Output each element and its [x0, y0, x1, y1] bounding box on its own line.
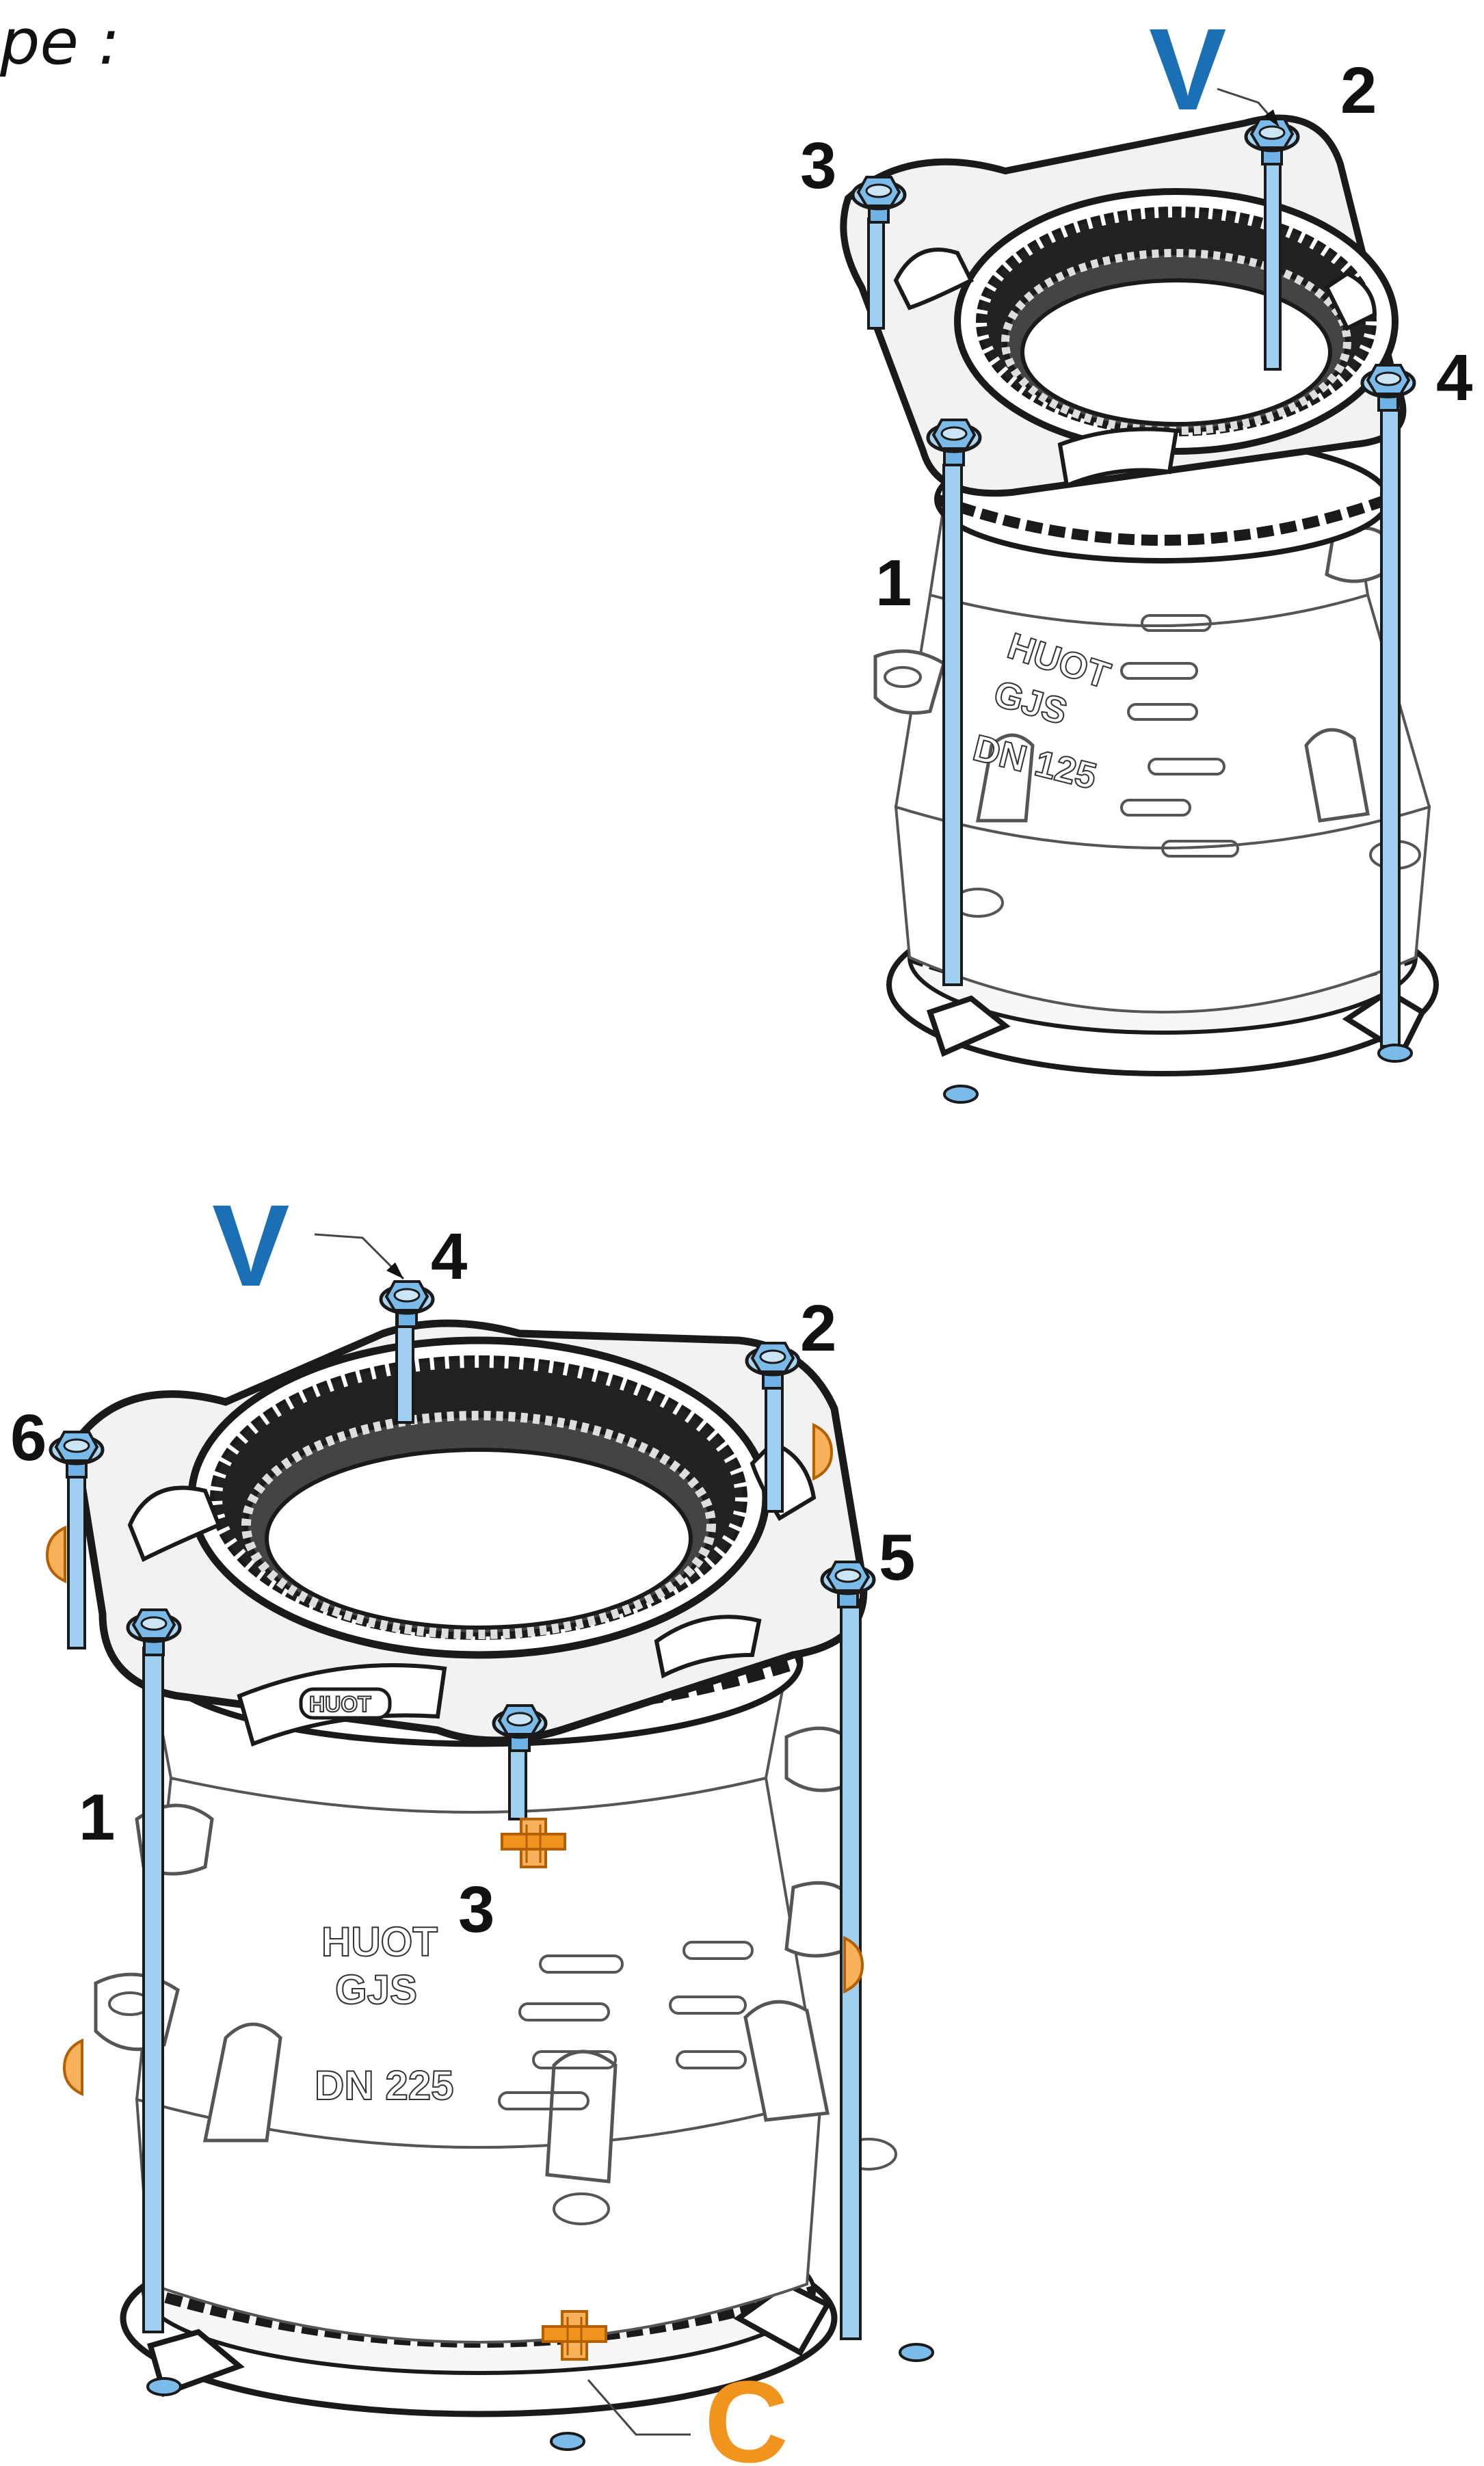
logo-plate: HUOT [309, 1692, 371, 1716]
label-bottom-2: 2 [800, 1292, 836, 1365]
marker-c: C [704, 2357, 789, 2466]
label-bottom-6: 6 [10, 1401, 47, 1474]
label-bottom-3: 3 [458, 1873, 494, 1946]
caption: pe : [0, 5, 120, 79]
label-bottom-4: 4 [431, 1220, 467, 1293]
marker-v-bottom: V [212, 1181, 289, 1311]
label-bottom-5: 5 [879, 1521, 915, 1594]
label-top-4: 4 [1436, 341, 1472, 414]
label-bottom-1: 1 [79, 1781, 115, 1854]
casting-text-gjs: GJS [335, 1967, 417, 2013]
bolt-bottom-4 [381, 1282, 433, 1327]
coupling-top: HUOT GJS DN 125 V [800, 5, 1472, 1104]
casting-text-dn: DN 225 [315, 2063, 453, 2108]
coupling-bottom: HUOT GJS DN 225 HUOT [10, 1181, 934, 2466]
marker-v-top: V [1149, 5, 1226, 135]
casting-text-huot: HUOT [321, 1919, 438, 1965]
label-top-3: 3 [800, 129, 836, 202]
label-top-1: 1 [875, 546, 912, 620]
label-top-2: 2 [1340, 54, 1377, 127]
